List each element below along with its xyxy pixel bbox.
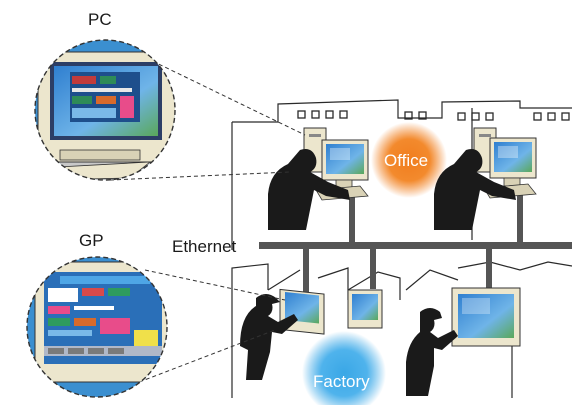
magnifier-lens-pc [34, 39, 306, 181]
office-glow [371, 122, 447, 198]
office-windows [297, 110, 570, 121]
factory-label: Factory [313, 372, 370, 391]
office-pc-right [473, 127, 537, 199]
computer-user-silhouette [268, 149, 350, 230]
gp-label: GP [79, 231, 104, 250]
ethernet-network [259, 188, 572, 295]
pc-label: PC [88, 10, 112, 29]
ethernet-label: Ethernet [172, 237, 237, 256]
factory-building-outline [231, 261, 572, 398]
factory-worker-silhouette [406, 308, 458, 396]
touch-panel-center [347, 289, 383, 329]
factory-worker-silhouette [240, 294, 298, 380]
magnifier-lens-gp [26, 256, 286, 398]
computer-user-silhouette [434, 149, 516, 230]
touch-panel-right [451, 287, 521, 347]
factory-glow [302, 331, 386, 405]
office-label: Office [384, 151, 428, 170]
